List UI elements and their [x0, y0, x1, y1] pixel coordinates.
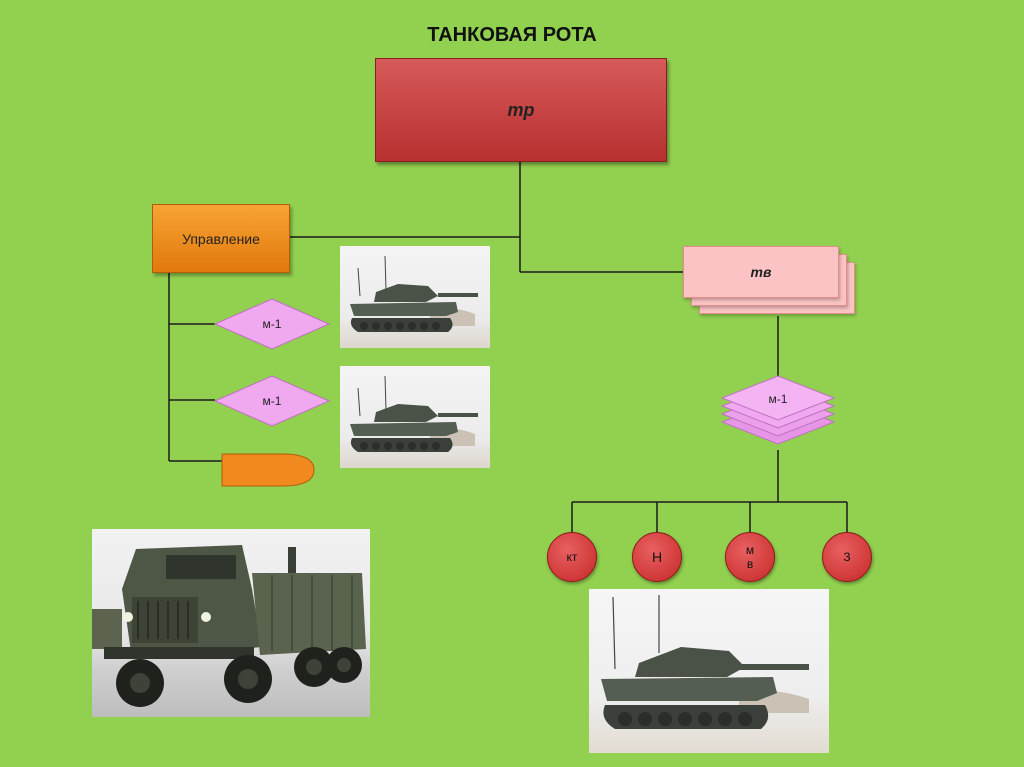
- crew-loader-node: З: [822, 532, 872, 582]
- truck-icon: [92, 545, 366, 707]
- company-node: тр: [375, 58, 667, 162]
- support-vehicle-shape: [221, 453, 315, 487]
- control-label: Управление: [182, 230, 260, 247]
- tank-icon: [601, 595, 809, 729]
- control-tank-diamond-2: [213, 375, 331, 427]
- crew-commander-label: кт: [566, 550, 578, 564]
- control-node: Управление: [152, 204, 290, 273]
- crew-loader-label: З: [843, 550, 851, 564]
- crew-driver-label-2: в: [746, 557, 754, 571]
- company-label: тр: [507, 99, 535, 120]
- crew-gunner-label: Н: [651, 549, 663, 565]
- platoon-label: тв: [750, 264, 772, 280]
- crew-commander-node: кт: [547, 532, 597, 582]
- tank-photo-1: [340, 246, 490, 348]
- crew-driver-label-1: м: [745, 543, 755, 557]
- platoon-card-front: тв: [683, 246, 839, 298]
- platoon-tank-label: м-1: [768, 392, 788, 406]
- tank-photo-3: [589, 589, 829, 753]
- crew-gunner-node: Н: [632, 532, 682, 582]
- platoon-tanks-diamonds: [720, 375, 836, 445]
- control-tank-label-1: м-1: [262, 317, 282, 331]
- control-tank-label-2: м-1: [262, 394, 282, 408]
- control-tank-diamond-1: [213, 298, 331, 350]
- tank-icon: [350, 375, 478, 452]
- crew-driver-node: м в: [725, 532, 775, 582]
- tank-icon: [350, 255, 478, 332]
- tank-photo-2: [340, 366, 490, 468]
- page-title: ТАНКОВАЯ РОТА: [427, 24, 597, 46]
- truck-photo: [92, 529, 370, 717]
